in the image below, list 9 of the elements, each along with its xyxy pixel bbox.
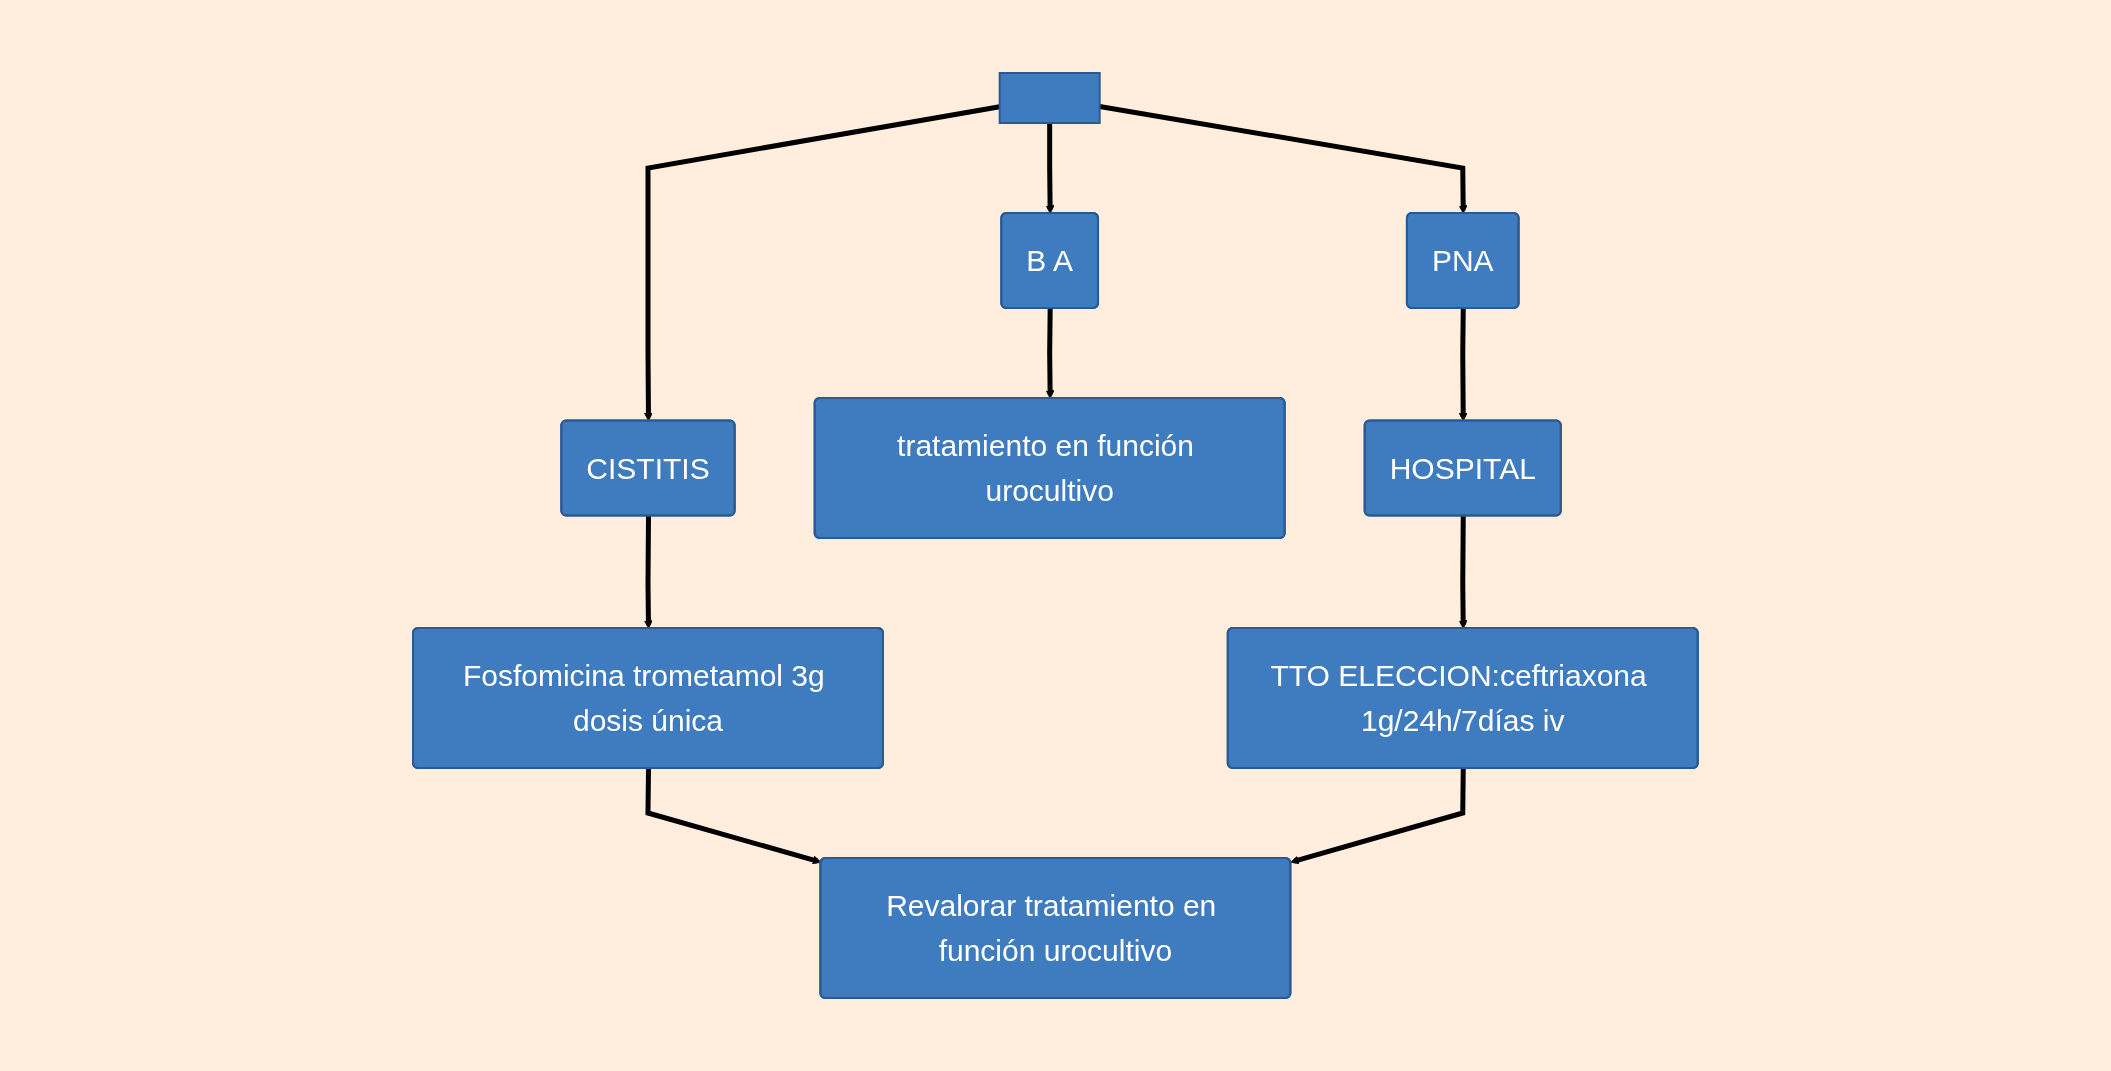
node-box xyxy=(998,72,1101,124)
arrow xyxy=(644,515,653,629)
arrow xyxy=(1290,768,1466,865)
arrow xyxy=(1458,515,1468,629)
arrow xyxy=(1045,123,1055,214)
arrow xyxy=(1045,308,1055,399)
arrow xyxy=(1458,308,1468,422)
arrow xyxy=(1099,104,1468,214)
arrow xyxy=(645,768,822,865)
